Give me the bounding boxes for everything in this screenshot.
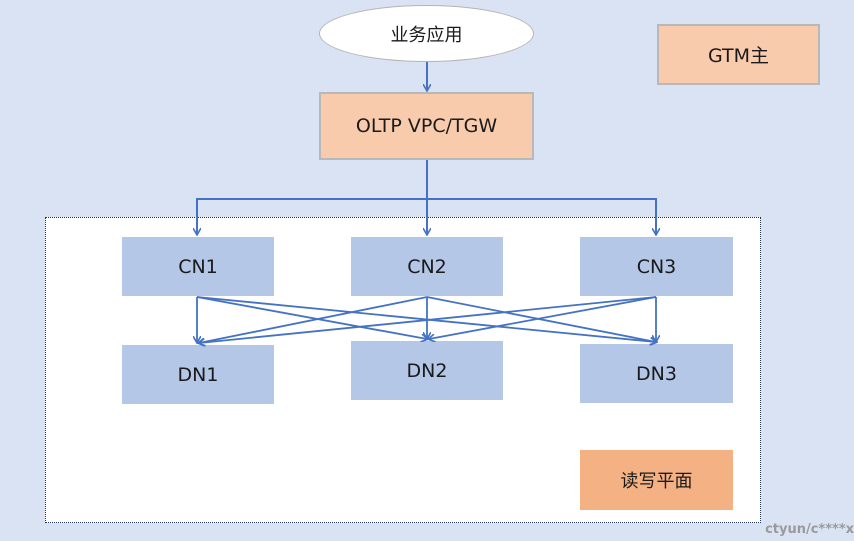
oltp-gateway-box: OLTP VPC/TGW [319, 92, 534, 160]
watermark-text: ctyun/c****x [765, 522, 854, 537]
oltp-gateway-label: OLTP VPC/TGW [355, 115, 498, 137]
dn2-label: DN2 [406, 359, 448, 382]
dn1-label: DN1 [177, 363, 219, 386]
cn1-label: CN1 [178, 255, 218, 278]
dn3-label: DN3 [636, 362, 677, 385]
gtm-primary-label: GTM主 [707, 45, 770, 67]
cn3-node: CN3 [580, 237, 733, 296]
cn1-node: CN1 [122, 237, 274, 296]
cn2-node: CN2 [351, 237, 503, 296]
dn1-node: DN1 [122, 345, 274, 404]
cn2-label: CN2 [407, 255, 447, 278]
read-write-plane-label-box: 读写平面 [580, 450, 733, 510]
read-write-plane-label: 读写平面 [620, 471, 693, 492]
cn3-label: CN3 [636, 255, 677, 278]
gtm-primary-box: GTM主 [657, 24, 820, 85]
dn2-node: DN2 [351, 341, 503, 400]
dn3-node: DN3 [580, 344, 733, 403]
business-application-node: 业务应用 [319, 5, 534, 62]
business-application-label: 业务应用 [390, 24, 463, 46]
